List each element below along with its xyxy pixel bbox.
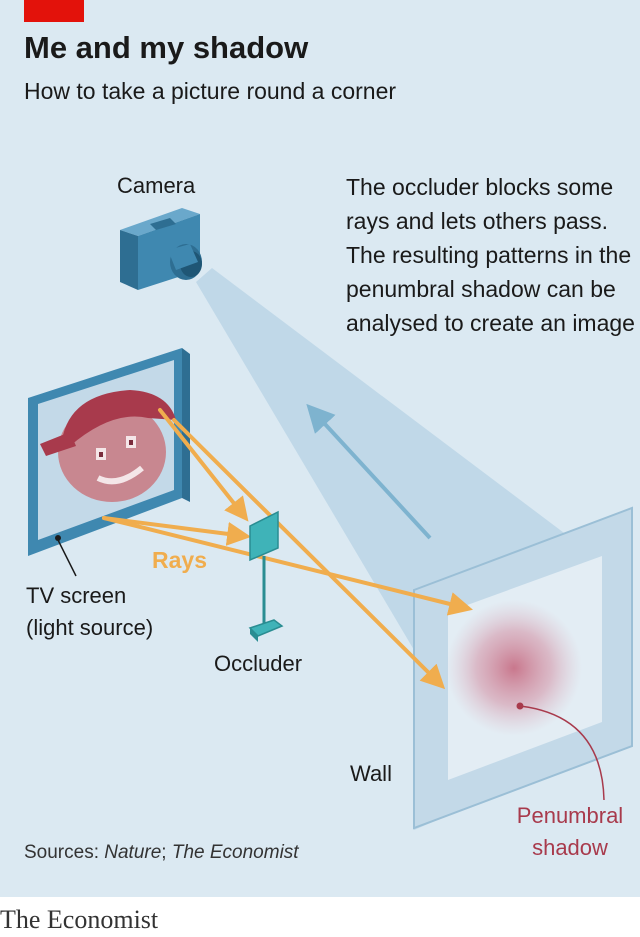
brand-wordmark: The Economist bbox=[0, 905, 159, 934]
brand-red-tag bbox=[24, 0, 84, 22]
sources-note: Sources: Nature; The Economist bbox=[24, 842, 299, 864]
rays-label: Rays bbox=[152, 547, 207, 573]
camera-label: Camera bbox=[117, 173, 196, 198]
tv-leader-line bbox=[57, 539, 77, 577]
wall bbox=[413, 506, 633, 830]
arrow-icon bbox=[306, 403, 432, 540]
sources-economist: The Economist bbox=[171, 842, 299, 863]
tv-screen-label-line1: TV screen bbox=[26, 583, 127, 608]
explanation-text: The occluder blocks some rays and lets o… bbox=[346, 174, 635, 336]
occluder-icon bbox=[248, 510, 284, 642]
page-subtitle: How to take a picture round a corner bbox=[24, 78, 397, 104]
penumbral-shadow bbox=[446, 600, 582, 736]
tv-screen-icon bbox=[28, 348, 190, 556]
penumbral-leader-line bbox=[519, 705, 605, 801]
sources-prefix: Sources: bbox=[24, 842, 105, 863]
diagram-illustration bbox=[28, 208, 633, 830]
occluder-label: Occluder bbox=[214, 651, 303, 676]
wall-label: Wall bbox=[350, 761, 392, 786]
tv-screen-label: TV screen (light source) bbox=[26, 580, 153, 644]
page-title: Me and my shadow bbox=[24, 30, 309, 65]
sources-nature: Nature bbox=[104, 842, 162, 863]
camera-icon bbox=[120, 208, 202, 290]
sources-separator: ; bbox=[161, 842, 172, 863]
rays bbox=[102, 408, 473, 690]
penumbral-shadow-label: Penumbral shadow bbox=[500, 800, 640, 864]
penumbral-label-line1: Penumbral bbox=[516, 803, 624, 828]
tv-screen-label-line2: (light source) bbox=[26, 615, 154, 640]
penumbral-label-line2: shadow bbox=[532, 835, 608, 860]
